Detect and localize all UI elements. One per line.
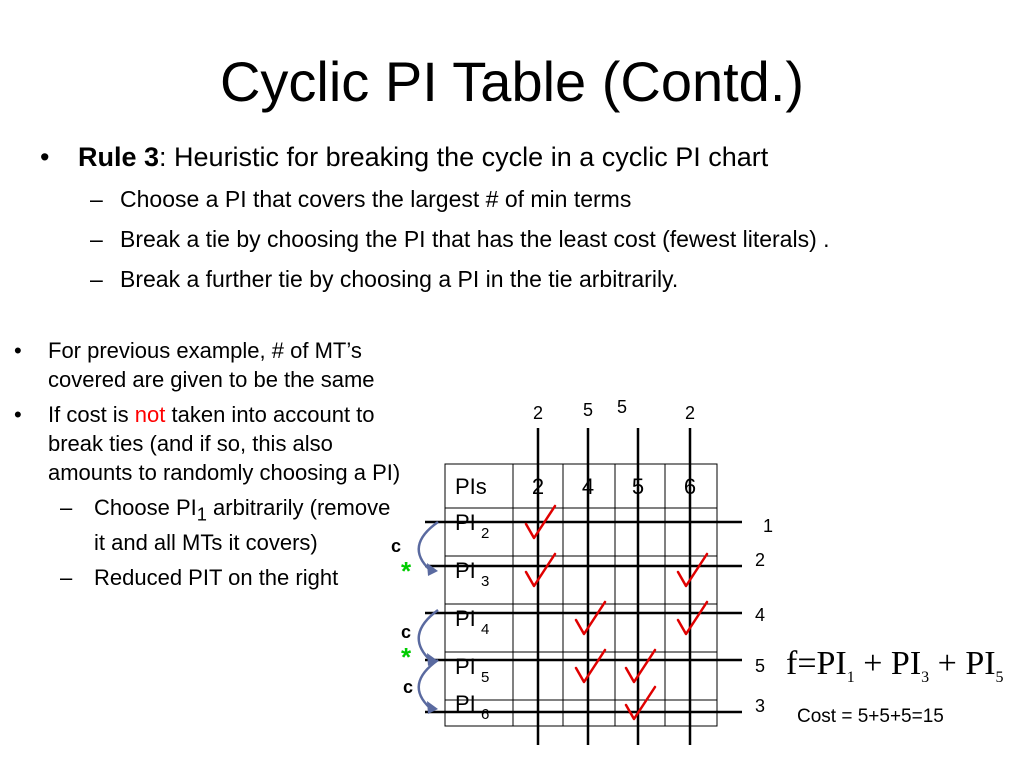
formula: f=PI1 + PI3 + PI5 <box>786 645 1004 687</box>
column-header: 5 <box>632 474 644 499</box>
check-mark <box>624 685 657 721</box>
row-label: PI <box>455 654 476 679</box>
check-mark <box>574 600 607 636</box>
column-header: 4 <box>582 474 594 499</box>
note-text: For previous example, # of MT’s covered … <box>48 338 375 392</box>
note-sub-1: – Choose PI1 arbitrarily (remove it and … <box>14 493 406 557</box>
arrowhead <box>427 701 438 714</box>
cover-marker: c <box>391 536 401 556</box>
cover-marker: c <box>403 677 413 697</box>
note-text-after: taken into account to break ties (and if… <box>48 402 401 485</box>
note-sub-text: Reduced PIT on the right <box>94 565 339 591</box>
dash: – <box>90 266 103 292</box>
note-sub-text-a: Choose PI <box>94 495 197 520</box>
check-mark <box>676 552 709 588</box>
row-count: 1 <box>763 516 773 536</box>
arrowhead <box>427 563 438 576</box>
bullet-dot: • <box>14 338 22 363</box>
note-sub-subscript: 1 <box>196 503 207 525</box>
column-header: 2 <box>532 474 544 499</box>
note-bullet-2: • If cost is not taken into account to b… <box>14 400 406 487</box>
dash: – <box>60 565 73 591</box>
row-label-subscript: 6 <box>481 706 489 723</box>
bullet-dot: • <box>40 142 50 172</box>
column-count: 5 <box>617 397 627 417</box>
cover-marker: c <box>401 622 411 642</box>
row-count: 4 <box>755 605 765 625</box>
rule-sub-2: – Break a tie by choosing the PI that ha… <box>40 224 1000 254</box>
row-label: PI <box>455 510 476 535</box>
rule-bullet: • Rule 3: Heuristic for breaking the cyc… <box>40 140 1000 174</box>
rule-text: : Heuristic for breaking the cycle in a … <box>159 142 769 172</box>
formula-f: f=PI <box>786 645 847 682</box>
row-label: PI <box>455 558 476 583</box>
note-text-before: If cost is <box>48 402 135 427</box>
rule-sub-1: – Choose a PI that covers the largest # … <box>40 184 1000 214</box>
cost-text: Cost = 5+5+5=15 <box>797 706 944 727</box>
essential-marker: * <box>401 642 412 672</box>
check-mark <box>524 552 557 588</box>
row-label-subscript: 4 <box>481 621 489 638</box>
row-label: PI <box>455 606 476 631</box>
column-count: 5 <box>583 400 593 420</box>
arrowhead <box>427 653 438 666</box>
left-notes: • For previous example, # of MT’s covere… <box>14 336 406 598</box>
rule-sub-text: Break a further tie by choosing a PI in … <box>120 266 679 292</box>
rule-sub-text: Break a tie by choosing the PI that has … <box>120 226 830 252</box>
column-count: 2 <box>533 403 543 423</box>
table-border <box>444 463 718 727</box>
dash: – <box>60 495 73 520</box>
formula-plus-2: + PI <box>929 645 996 682</box>
row-count: 3 <box>755 696 765 716</box>
formula-plus-1: + PI <box>854 645 922 682</box>
column-count: 2 <box>685 403 695 423</box>
dash: – <box>90 186 103 212</box>
page-title: Cyclic PI Table (Contd.) <box>219 50 805 113</box>
row-label-subscript: 5 <box>481 669 489 686</box>
dominance-arrow <box>417 658 439 709</box>
note-sub-2: – Reduced PIT on the right <box>14 563 406 592</box>
check-mark <box>524 504 557 540</box>
check-mark <box>624 648 657 684</box>
bullet-dot: • <box>14 402 22 427</box>
dash: – <box>90 226 103 252</box>
row-count: 2 <box>755 550 765 570</box>
table-corner-label: PIs <box>455 474 487 499</box>
note-text-red: not <box>134 402 166 427</box>
note-bullet-1: • For previous example, # of MT’s covere… <box>14 336 406 394</box>
column-header: 6 <box>684 474 696 499</box>
rule-section: • Rule 3: Heuristic for breaking the cyc… <box>40 140 1000 294</box>
check-mark <box>574 648 607 684</box>
rule-label: Rule 3 <box>78 142 160 172</box>
rule-sub-text: Choose a PI that covers the largest # of… <box>120 186 632 212</box>
formula-sub-3: 5 <box>995 668 1004 686</box>
row-label-subscript: 3 <box>481 573 489 590</box>
row-label-subscript: 2 <box>481 525 489 542</box>
essential-marker: * <box>401 556 412 586</box>
row-count: 5 <box>755 656 765 676</box>
rule-sub-3: – Break a further tie by choosing a PI i… <box>40 264 1000 294</box>
row-label: PI <box>455 691 476 716</box>
check-mark <box>676 600 709 636</box>
formula-sub-2: 3 <box>921 668 930 686</box>
formula-sub-1: 1 <box>846 668 855 686</box>
note-sub-text-b: arbitrarily (remove it and all MTs it co… <box>94 495 391 556</box>
dominance-arrow <box>417 520 439 571</box>
dominance-arrow <box>417 608 439 661</box>
